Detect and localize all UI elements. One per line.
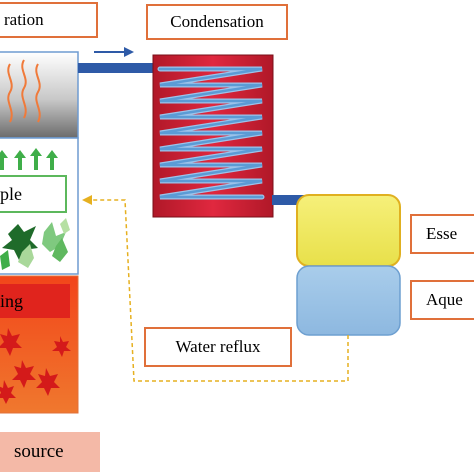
essential-oil-layer [296, 194, 401, 267]
sample-box [0, 175, 67, 213]
reflux-arrow-icon [82, 195, 92, 205]
water-reflux-line [92, 199, 349, 382]
essential-oil-label: Esse [410, 214, 474, 254]
condensation-label: Condensation [146, 4, 288, 40]
steam-wave-icon [7, 59, 41, 123]
vapor-pipe [78, 63, 158, 73]
aqueous-label: Aque [410, 280, 474, 320]
leaf-icon [0, 218, 70, 270]
heating-label: ing [0, 286, 70, 316]
sample-label: ple [0, 180, 64, 208]
essential-oil-label-text: Esse [426, 224, 458, 243]
evaporation-label-text: ration [4, 10, 44, 29]
condenser-coil [157, 66, 265, 200]
aqueous-label-text: Aque [426, 290, 463, 309]
flow-arrow-icon [94, 47, 134, 57]
heating-label-text: ing [0, 290, 24, 311]
outlet-pipe [272, 195, 318, 205]
aqueous-layer [296, 265, 401, 336]
heat-source-label-text: source [14, 441, 64, 462]
condensation-label-text: Condensation [170, 12, 264, 31]
vapor-chamber [0, 51, 79, 139]
up-arrow-icon [0, 148, 58, 170]
evaporation-label: ration [0, 2, 98, 38]
water-reflux-label-text: Water reflux [175, 337, 261, 356]
heating-label-box [0, 284, 70, 318]
sample-label-text: ple [0, 183, 22, 204]
star-icon [0, 328, 71, 404]
water-reflux-label: Water reflux [144, 327, 292, 367]
heat-source-label: source [0, 432, 100, 472]
